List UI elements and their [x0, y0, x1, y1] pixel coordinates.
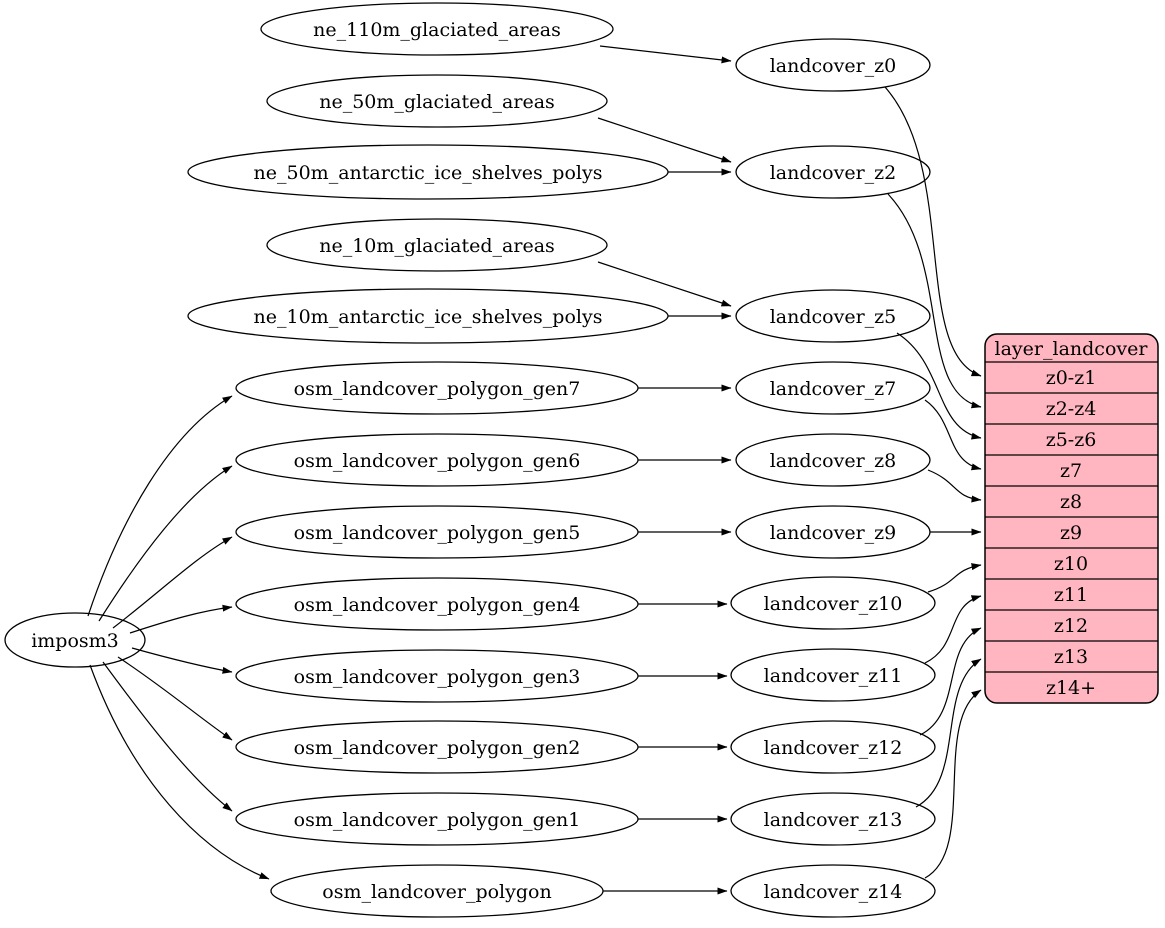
- edge-landcover-z2-to-row-z2-z4: [887, 193, 982, 409]
- svg-text:landcover_z13: landcover_z13: [764, 809, 903, 831]
- edge-landcover-z11-to-row-z11: [924, 595, 982, 664]
- edge-imposm3-to-osm-landcover-polygon-gen1: [102, 661, 233, 812]
- table-row-z10: z10: [1054, 553, 1088, 575]
- table-row-z2-z4: z2-z4: [1046, 398, 1097, 420]
- node-osm-landcover-polygon-gen7: osm_landcover_polygon_gen7: [235, 361, 639, 415]
- edge-imposm3-to-osm-landcover-polygon-gen4: [129, 604, 233, 634]
- edge-imposm3-to-osm-landcover-polygon-gen6: [98, 465, 233, 622]
- node-landcover-z13: landcover_z13: [730, 792, 936, 846]
- node-osm-landcover-polygon-gen5: osm_landcover_polygon_gen5: [235, 505, 639, 559]
- node-landcover-z2: landcover_z2: [735, 145, 931, 199]
- table-layer-landcover: layer_landcover z0-z1 z2-z4 z5-z6 z7 z8 …: [984, 333, 1159, 704]
- table-row-z8: z8: [1060, 491, 1082, 513]
- node-landcover-z8: landcover_z8: [735, 433, 931, 487]
- edge-landcover-z13-to-row-z13: [915, 658, 982, 808]
- node-osm-landcover-polygon-gen6: osm_landcover_polygon_gen6: [235, 433, 639, 487]
- svg-text:osm_landcover_polygon_gen2: osm_landcover_polygon_gen2: [294, 737, 581, 759]
- edge-imposm3-to-osm-landcover-polygon-gen7: [87, 395, 233, 617]
- node-ne-10m-glaciated-areas: ne_10m_glaciated_areas: [266, 218, 608, 272]
- node-osm-landcover-polygon-gen4: osm_landcover_polygon_gen4: [235, 577, 639, 631]
- table-row-z5-z6: z5-z6: [1046, 429, 1097, 451]
- svg-text:landcover_z11: landcover_z11: [764, 665, 903, 687]
- svg-text:landcover_z9: landcover_z9: [770, 522, 897, 544]
- svg-text:osm_landcover_polygon_gen6: osm_landcover_polygon_gen6: [294, 450, 581, 472]
- edge-imposm3-to-osm-landcover-polygon-gen2: [117, 656, 233, 741]
- node-landcover-z0: landcover_z0: [735, 38, 931, 92]
- svg-text:osm_landcover_polygon_gen4: osm_landcover_polygon_gen4: [294, 594, 581, 616]
- edge-landcover-z14-to-row-z14plus: [924, 689, 982, 879]
- svg-text:landcover_z12: landcover_z12: [764, 737, 903, 759]
- table-row-z11: z11: [1054, 584, 1088, 606]
- svg-text:osm_landcover_polygon_gen5: osm_landcover_polygon_gen5: [294, 522, 581, 544]
- table-row-z14plus: z14+: [1046, 677, 1096, 699]
- table-row-z9: z9: [1060, 522, 1082, 544]
- node-landcover-z11: landcover_z11: [730, 648, 936, 702]
- svg-text:ne_110m_glaciated_areas: ne_110m_glaciated_areas: [313, 19, 561, 41]
- table-title: layer_landcover: [995, 338, 1149, 360]
- svg-text:ne_10m_glaciated_areas: ne_10m_glaciated_areas: [319, 235, 555, 257]
- node-osm-landcover-polygon: osm_landcover_polygon: [270, 864, 604, 918]
- node-osm-landcover-polygon-gen2: osm_landcover_polygon_gen2: [235, 720, 639, 774]
- svg-text:osm_landcover_polygon_gen1: osm_landcover_polygon_gen1: [294, 809, 581, 831]
- node-osm-landcover-polygon-gen1: osm_landcover_polygon_gen1: [235, 792, 639, 846]
- node-ne-110m-glaciated-areas: ne_110m_glaciated_areas: [260, 2, 614, 56]
- svg-text:landcover_z7: landcover_z7: [770, 378, 897, 400]
- node-landcover-z14: landcover_z14: [730, 864, 936, 918]
- svg-text:landcover_z14: landcover_z14: [764, 881, 903, 903]
- svg-text:imposm3: imposm3: [31, 630, 119, 652]
- edge-imposm3-to-osm-landcover-polygon: [89, 664, 270, 880]
- node-landcover-z10: landcover_z10: [730, 576, 936, 630]
- node-ne-10m-antarctic-ice-shelves-polys: ne_10m_antarctic_ice_shelves_polys: [187, 288, 669, 344]
- edge-ne-50m-glaciated-areas-to-landcover-z2: [597, 117, 732, 163]
- node-imposm3: imposm3: [4, 612, 146, 668]
- table-background: [984, 333, 1159, 704]
- edge-landcover-z8-to-row-z8: [927, 469, 982, 503]
- node-ne-50m-glaciated-areas: ne_50m_glaciated_areas: [266, 74, 608, 128]
- svg-text:osm_landcover_polygon_gen3: osm_landcover_polygon_gen3: [294, 666, 581, 688]
- svg-text:landcover_z5: landcover_z5: [770, 306, 897, 328]
- svg-text:ne_10m_antarctic_ice_shelves_p: ne_10m_antarctic_ice_shelves_polys: [254, 306, 603, 328]
- svg-text:landcover_z2: landcover_z2: [770, 162, 897, 184]
- node-landcover-z7: landcover_z7: [735, 361, 931, 415]
- node-osm-landcover-polygon-gen3: osm_landcover_polygon_gen3: [235, 649, 639, 703]
- node-landcover-z5: landcover_z5: [735, 289, 931, 343]
- svg-text:osm_landcover_polygon_gen7: osm_landcover_polygon_gen7: [294, 378, 581, 400]
- edge-landcover-z7-to-row-z7: [924, 399, 982, 471]
- svg-text:landcover_z10: landcover_z10: [764, 593, 903, 615]
- node-landcover-z9: landcover_z9: [735, 505, 931, 559]
- edge-imposm3-to-osm-landcover-polygon-gen3: [131, 647, 233, 674]
- svg-text:ne_50m_antarctic_ice_shelves_p: ne_50m_antarctic_ice_shelves_polys: [254, 162, 603, 184]
- edge-landcover-z5-to-row-z5-z6: [896, 332, 982, 440]
- svg-text:ne_50m_glaciated_areas: ne_50m_glaciated_areas: [319, 91, 555, 113]
- edge-landcover-z12-to-row-z12: [919, 627, 982, 736]
- table-row-z0-z1: z0-z1: [1046, 367, 1097, 389]
- edge-imposm3-to-osm-landcover-polygon-gen5: [112, 536, 233, 629]
- edge-landcover-z0-to-row-z0-z1: [884, 86, 982, 377]
- node-ne-50m-antarctic-ice-shelves-polys: ne_50m_antarctic_ice_shelves_polys: [187, 144, 669, 200]
- edge-landcover-z10-to-row-z10: [927, 563, 982, 593]
- table-row-z13: z13: [1054, 646, 1088, 668]
- table-row-z12: z12: [1054, 615, 1088, 637]
- node-landcover-z12: landcover_z12: [730, 720, 936, 774]
- table-row-z7: z7: [1060, 460, 1082, 482]
- svg-text:landcover_z0: landcover_z0: [770, 55, 897, 77]
- svg-text:landcover_z8: landcover_z8: [770, 450, 897, 472]
- edge-ne-10m-glaciated-areas-to-landcover-z5: [597, 261, 732, 307]
- edge-ne-110m-glaciated-areas-to-landcover-z0: [599, 45, 732, 64]
- svg-text:osm_landcover_polygon: osm_landcover_polygon: [322, 881, 551, 903]
